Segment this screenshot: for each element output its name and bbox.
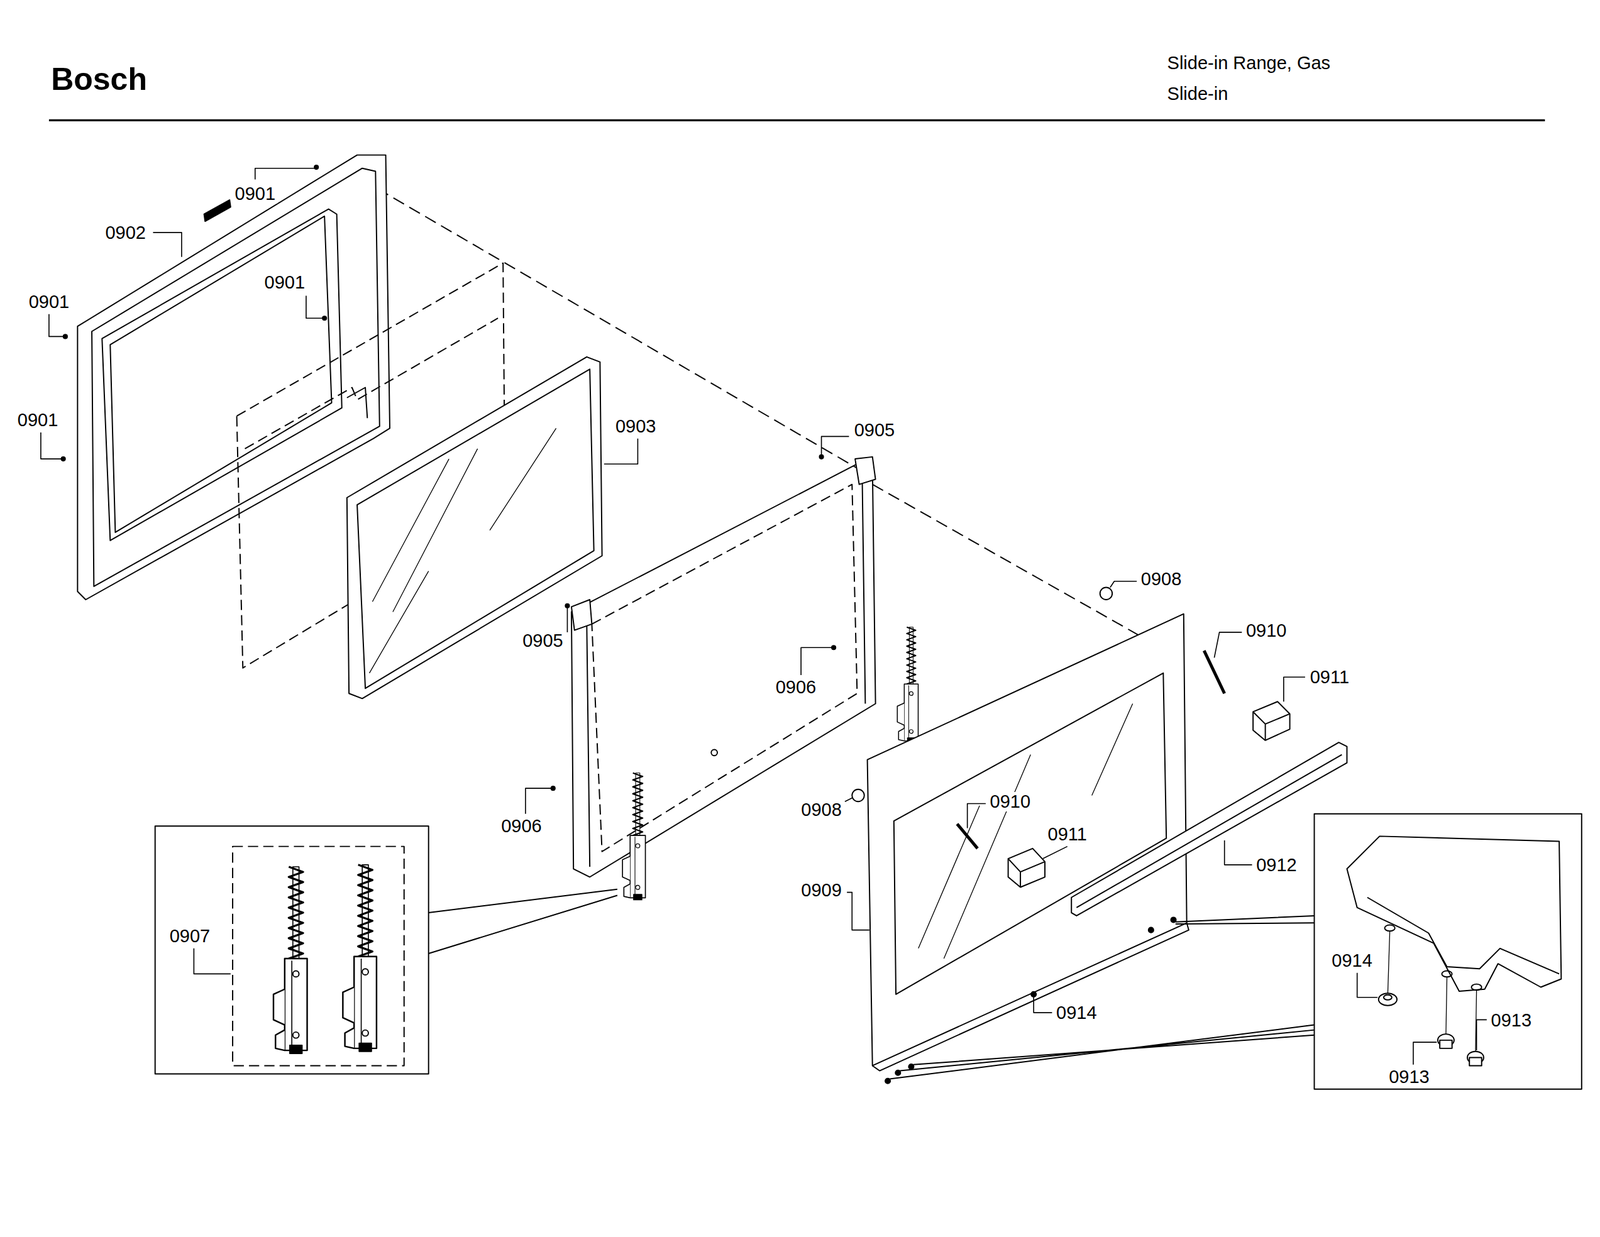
callout-number: 0914 <box>1054 1003 1099 1023</box>
callout-number: 0906 <box>499 816 544 837</box>
brand-title: Bosch <box>50 63 148 95</box>
callout-number: 0910 <box>1244 621 1289 641</box>
header-text: Slide-in Range, Gas <box>1165 53 1333 73</box>
callout-number: 0909 <box>799 880 844 901</box>
callout-number: 0901 <box>15 410 61 431</box>
callout-number: 0911 <box>1308 667 1352 688</box>
callout-number: 0913 <box>1386 1067 1432 1087</box>
callout-number: 0901 <box>262 272 308 293</box>
callout-number: 0908 <box>799 800 844 820</box>
callout-number: 0901 <box>27 292 72 312</box>
callout-number: 0908 <box>1139 569 1184 590</box>
callout-number: 0914 <box>1329 951 1375 971</box>
callout-number: 0911 <box>1046 824 1089 845</box>
callout-number: 0905 <box>852 420 898 441</box>
callout-number: 0901 <box>233 184 278 204</box>
callout-number: 0903 <box>613 416 659 437</box>
callout-number: 0913 <box>1489 1010 1534 1031</box>
callout-number: 0910 <box>988 792 1033 812</box>
callout-number: 0906 <box>773 677 819 698</box>
callout-number: 0912 <box>1254 855 1299 876</box>
callout-number: 0907 <box>167 926 213 947</box>
callout-number: 0902 <box>103 223 148 243</box>
header-text: Slide-in <box>1165 84 1231 104</box>
callout-number: 0905 <box>520 631 566 651</box>
